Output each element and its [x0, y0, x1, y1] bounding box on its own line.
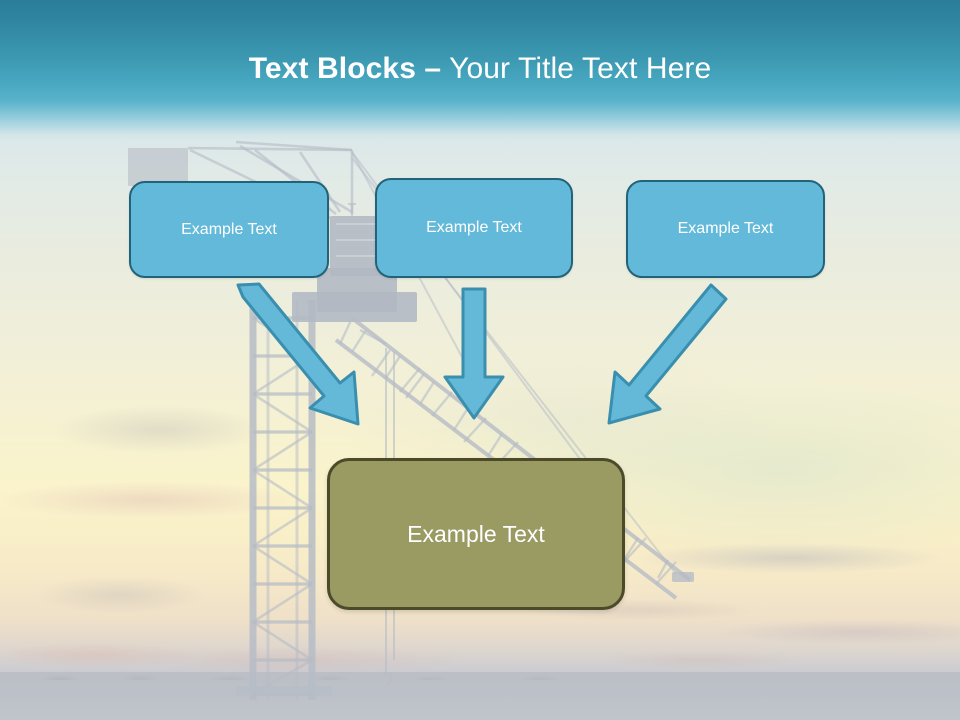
page-title-bold: Text Blocks –: [248, 52, 442, 85]
page-title: Text Blocks – Your Title Text Here: [0, 50, 960, 88]
text-block-3[interactable]: Example Text: [626, 180, 825, 278]
text-block-summary-label: Example Text: [407, 520, 545, 547]
text-block-summary[interactable]: Example Text: [327, 458, 625, 610]
text-block-2-label: Example Text: [426, 219, 522, 236]
text-block-2[interactable]: Example Text: [375, 178, 573, 278]
header-band: [0, 0, 960, 140]
text-block-1[interactable]: Example Text: [129, 181, 329, 278]
ground: [0, 672, 960, 720]
text-block-3-label: Example Text: [677, 220, 774, 237]
page-title-regular: Your Title Text Here: [441, 52, 712, 85]
text-block-1-label: Example Text: [181, 220, 277, 238]
